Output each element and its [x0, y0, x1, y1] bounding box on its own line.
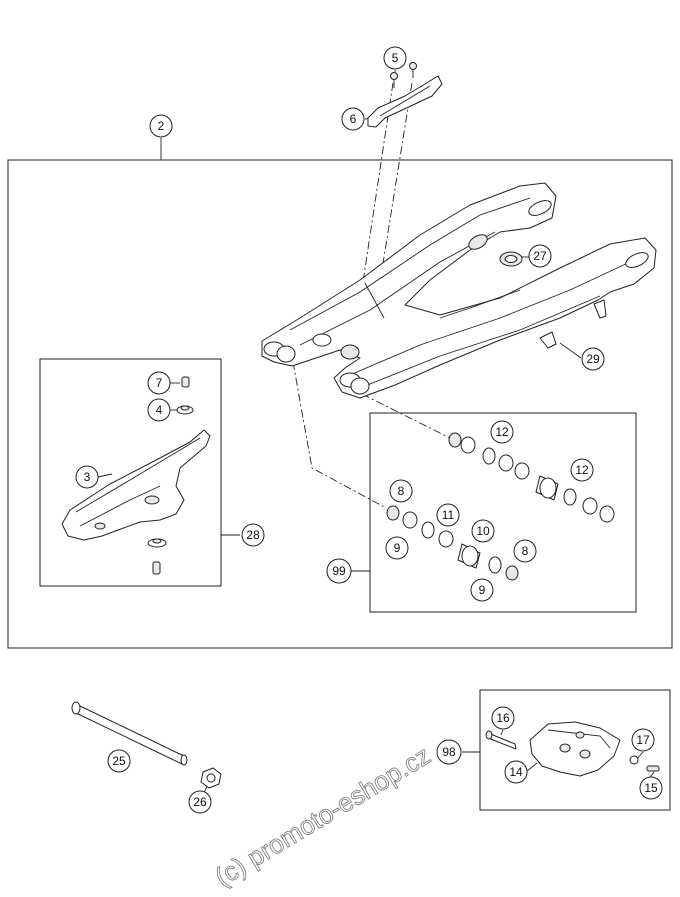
swingarm-axle-part	[71, 701, 222, 789]
svg-text:9: 9	[394, 541, 401, 555]
callout-12-right: 12	[570, 458, 594, 482]
callout-7: 7	[147, 371, 171, 395]
leader-lines	[97, 70, 655, 796]
callout-26: 26	[188, 790, 212, 814]
svg-text:16: 16	[496, 711, 510, 725]
callout-2: 2	[149, 114, 173, 138]
svg-text:98: 98	[442, 745, 456, 759]
svg-text:25: 25	[112, 754, 126, 768]
svg-text:9: 9	[479, 583, 486, 597]
svg-text:2: 2	[158, 119, 165, 133]
svg-text:27: 27	[533, 249, 547, 263]
callout-98: 98	[436, 739, 462, 765]
callout-9-left: 9	[385, 536, 409, 560]
callout-11: 11	[436, 503, 460, 527]
callout-28: 28	[241, 523, 265, 547]
svg-text:8: 8	[522, 544, 529, 558]
callout-3: 3	[75, 465, 99, 489]
svg-text:11: 11	[442, 508, 455, 522]
svg-text:12: 12	[575, 463, 589, 477]
chain-slider-part	[61, 376, 211, 575]
svg-text:3: 3	[84, 470, 91, 484]
callout-8-bottom: 8	[513, 539, 537, 563]
protector-part-27	[499, 251, 523, 267]
swingarm-assembly-frame	[7, 159, 673, 649]
callout-17: 17	[631, 728, 655, 752]
chain-guide-kit-frame	[479, 689, 671, 811]
callout-27: 27	[528, 244, 552, 268]
svg-text:8: 8	[398, 484, 405, 498]
callout-9-right: 9	[470, 578, 494, 602]
callout-14: 14	[504, 760, 528, 784]
svg-text:5: 5	[392, 51, 399, 65]
callout-12-left: 12	[490, 420, 514, 444]
svg-text:6: 6	[350, 112, 357, 126]
callout-5: 5	[383, 46, 407, 70]
callout-16: 16	[491, 706, 515, 730]
callout-99: 99	[326, 558, 352, 584]
svg-text:29: 29	[586, 352, 600, 366]
watermark-text: (c) promoto-eshop.cz	[210, 740, 436, 892]
callout-10: 10	[471, 519, 495, 543]
svg-text:99: 99	[332, 564, 346, 578]
svg-text:14: 14	[509, 765, 523, 779]
svg-text:12: 12	[495, 425, 509, 439]
callout-15: 15	[639, 776, 663, 800]
chain-slider-top-part	[367, 62, 443, 128]
bearing-kit-frame	[369, 412, 637, 613]
callout-29: 29	[581, 347, 605, 371]
chain-guide-kit-parts	[485, 721, 660, 777]
callout-25: 25	[107, 749, 131, 773]
svg-text:7: 7	[156, 376, 163, 390]
svg-text:4: 4	[156, 403, 163, 417]
callout-6: 6	[341, 107, 365, 131]
chain-slider-kit-frame	[39, 358, 222, 587]
callout-4: 4	[147, 398, 171, 422]
svg-text:26: 26	[193, 795, 207, 809]
swingarm	[261, 182, 657, 399]
svg-text:15: 15	[644, 781, 658, 795]
svg-text:10: 10	[476, 524, 490, 538]
bearing-kit-parts	[386, 432, 615, 581]
svg-text:17: 17	[636, 733, 650, 747]
svg-text:28: 28	[246, 528, 260, 542]
callout-8-top: 8	[389, 479, 413, 503]
